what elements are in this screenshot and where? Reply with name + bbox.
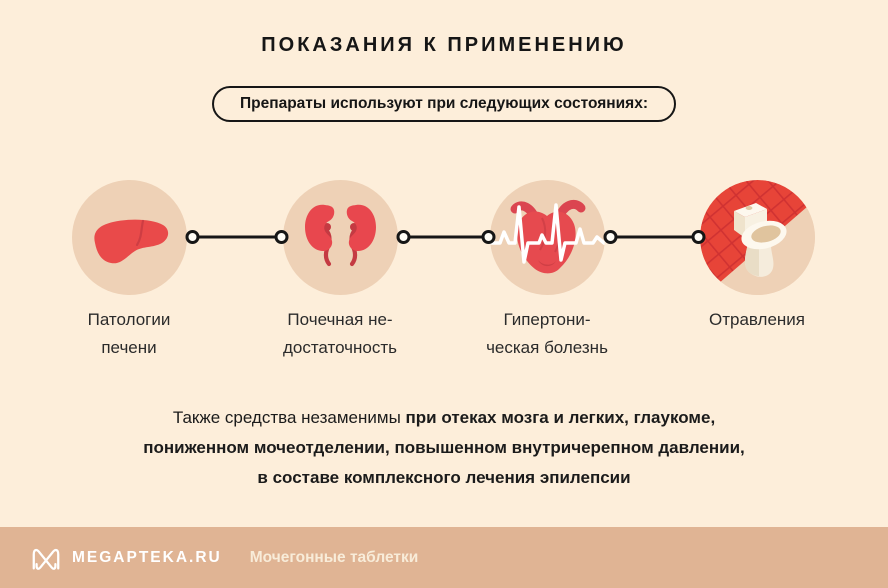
- condition-label: Гипертони- ческая болезнь: [486, 310, 608, 357]
- heart-ecg-icon: [490, 199, 605, 274]
- note-text: Также средства незаменимы при отеках моз…: [0, 403, 888, 493]
- condition-circle-heart: [490, 180, 605, 295]
- liver-icon: [94, 219, 169, 264]
- connector-lines: [185, 230, 706, 244]
- condition-label: Почечная не- достаточность: [282, 310, 398, 357]
- subtitle-pill: Препараты используют при следующих состо…: [212, 86, 676, 122]
- note-line: Также средства незаменимы при отеках моз…: [172, 408, 716, 427]
- note-line: в составе комплексного лечения эпилепсии: [257, 468, 631, 487]
- megapteka-logo-icon: [30, 545, 62, 571]
- condition-label: Патологии печени: [87, 310, 171, 357]
- note-line: пониженном мочеотделении, повышенном вну…: [143, 438, 745, 457]
- condition-label: Отравления: [708, 310, 806, 329]
- condition-circle-toilet: [700, 180, 815, 295]
- kidneys-icon: [305, 204, 376, 267]
- condition-circle-liver: [72, 180, 187, 295]
- page-title: ПОКАЗАНИЯ К ПРИМЕНЕНИЮ: [261, 34, 627, 56]
- brand-name: MEGAPTEKA.RU: [72, 548, 222, 566]
- toilet-icon: [700, 180, 815, 295]
- footer-topic: Мочегонные таблетки: [249, 548, 419, 566]
- condition-circle-kidneys: [283, 180, 398, 295]
- footer: MEGAPTEKA.RU Мочегонные таблетки: [0, 527, 888, 588]
